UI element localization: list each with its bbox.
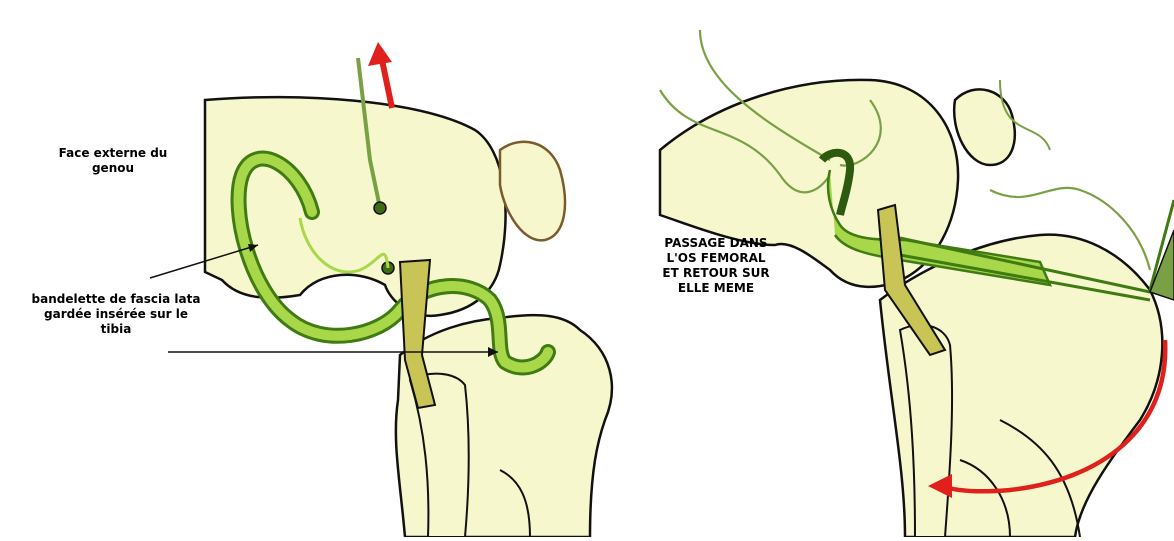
left-panel (150, 42, 612, 537)
left-patella (500, 142, 565, 241)
label-face-externe: Face externe du genou (28, 146, 198, 176)
right-patella (954, 89, 1015, 165)
arrow-up-icon (368, 42, 392, 108)
label-passage: PASSAGE DANS L'OS FEMORAL ET RETOUR SUR … (641, 236, 791, 296)
label-bandelette: bandelette de fascia lata gardée insérée… (6, 292, 226, 337)
left-femoral-tunnel (374, 202, 386, 214)
